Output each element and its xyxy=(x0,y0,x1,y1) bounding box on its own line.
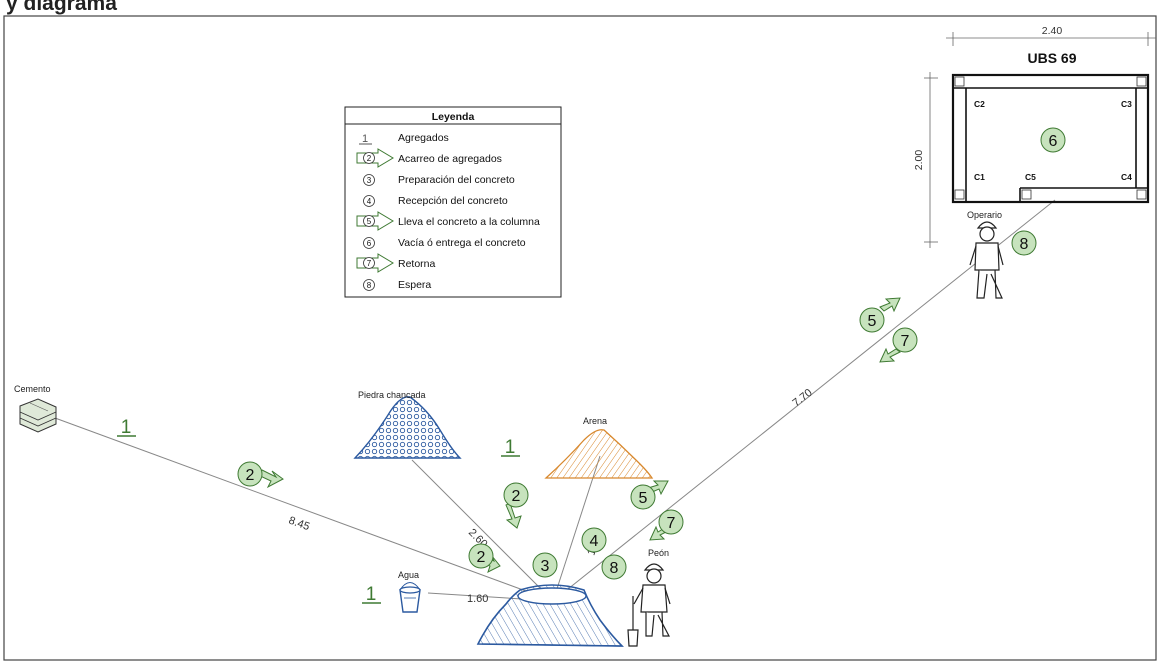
step-one-markers: 1 1 1 xyxy=(117,417,520,605)
step-badge-label: 8 xyxy=(1020,236,1029,253)
legend-title: Leyenda xyxy=(432,111,475,123)
step-badge-label: 7 xyxy=(901,333,910,350)
legend: Leyenda 1 Agregados 2 Acarreo de agregad… xyxy=(344,106,562,298)
step-badge-label: 4 xyxy=(590,533,599,550)
column-label-c2: C2 xyxy=(974,99,985,109)
legend-symbol-1: 1 xyxy=(362,133,368,145)
ubs-plan: 2.40 UBS 69 2.00 C2 C3 C1 C5 C4 6 xyxy=(913,25,1156,248)
label-piedra: Piedra chancada xyxy=(358,390,426,400)
step-badge-5 xyxy=(859,307,885,333)
step-badge-3 xyxy=(532,552,558,578)
step-badge-5 xyxy=(630,484,656,510)
step-badge-8 xyxy=(601,554,627,580)
label-arena: Arena xyxy=(583,416,607,426)
step-badge-label: 2 xyxy=(512,488,521,505)
line-arena xyxy=(552,455,601,602)
step-badge-label: 3 xyxy=(541,558,550,575)
step-badge-label: 5 xyxy=(639,490,648,507)
legend-item-label: Lleva el concreto a la columna xyxy=(398,216,540,228)
step-badge-2 xyxy=(468,543,494,569)
water-bucket-icon xyxy=(399,582,421,613)
line-ubs xyxy=(552,199,1056,602)
column-label-c1: C1 xyxy=(974,172,985,182)
plan-width-dimension: 2.40 xyxy=(1042,25,1063,37)
legend-circle-icon xyxy=(363,237,375,249)
step-marker-1: 1 xyxy=(505,437,516,458)
legend-symbol-8: 8 xyxy=(367,281,372,290)
legend-item-label: Agregados xyxy=(398,132,449,144)
legend-arrow-icon xyxy=(356,211,394,231)
distance-agua: 1.60 xyxy=(467,593,488,605)
column-label-c3: C3 xyxy=(1121,99,1132,109)
step-badge-7 xyxy=(892,327,918,353)
page-title: y diagrama xyxy=(6,0,117,15)
legend-arrow-icon xyxy=(356,253,394,273)
legend-item-label: Recepción del concreto xyxy=(398,195,508,207)
legend-item-label: Acarreo de agregados xyxy=(398,153,502,165)
legend-arrow-icon xyxy=(356,148,394,168)
legend-symbol-2: 2 xyxy=(367,154,372,163)
column-label-c5: C5 xyxy=(1025,172,1036,182)
plan-height-dimension: 2.00 xyxy=(913,150,925,171)
distance-ubs: 7.70 xyxy=(790,387,814,410)
label-operario: Operario xyxy=(967,210,1002,220)
step-badge-label: 5 xyxy=(868,313,877,330)
step-badge-label: 2 xyxy=(477,549,486,566)
legend-item-label: Vacía ó entrega el concreto xyxy=(398,237,526,249)
step-badges: 2 2 2 3 4 5 7 8 5 7 8 xyxy=(237,230,1037,580)
flow-arrows xyxy=(257,297,901,573)
legend-item-label: Retorna xyxy=(398,258,436,270)
step-badge-6 xyxy=(1040,127,1066,153)
concrete-mix-pile-icon xyxy=(476,584,624,647)
legend-item-label: Preparación del concreto xyxy=(398,174,515,186)
distance-cemento: 8.45 xyxy=(287,515,311,534)
label-cemento: Cemento xyxy=(14,384,51,394)
step-marker-1: 1 xyxy=(366,584,377,605)
plan-title: UBS 69 xyxy=(1027,50,1076,66)
line-cemento xyxy=(54,417,554,602)
label-peon: Peón xyxy=(648,548,669,558)
legend-symbol-3: 3 xyxy=(367,176,372,185)
worker-operario-icon xyxy=(969,221,1004,299)
column-label-c4: C4 xyxy=(1121,172,1132,182)
cement-bags-icon xyxy=(19,398,57,433)
step-badge-6-label: 6 xyxy=(1049,133,1058,150)
arrow-icon xyxy=(879,297,901,313)
legend-symbol-7: 7 xyxy=(367,259,372,268)
legend-item-label: Espera xyxy=(398,279,431,291)
step-marker-1: 1 xyxy=(121,417,132,438)
step-badge-8 xyxy=(1011,230,1037,256)
legend-circle-icon xyxy=(363,279,375,291)
step-badge-label: 8 xyxy=(610,560,619,577)
legend-circle-icon xyxy=(363,195,375,207)
line-piedra xyxy=(411,459,554,602)
step-badge-7 xyxy=(658,509,684,535)
legend-symbol-4: 4 xyxy=(367,197,372,206)
legend-symbol-6: 6 xyxy=(367,239,372,248)
drawing-frame xyxy=(3,15,1157,661)
step-badge-4 xyxy=(581,527,607,553)
sand-pile-icon xyxy=(544,429,654,479)
legend-circle-icon xyxy=(363,174,375,186)
legend-symbol-5: 5 xyxy=(367,217,372,226)
step-badge-label: 7 xyxy=(667,515,676,532)
crushed-stone-pile-icon xyxy=(353,396,462,459)
step-badge-2 xyxy=(503,482,529,508)
step-badge-2 xyxy=(237,461,263,487)
worker-peon-icon xyxy=(627,563,671,647)
arrow-icon xyxy=(879,347,901,363)
arrow-icon xyxy=(505,502,522,529)
step-badge-label: 2 xyxy=(246,467,255,484)
label-agua: Agua xyxy=(398,570,419,580)
